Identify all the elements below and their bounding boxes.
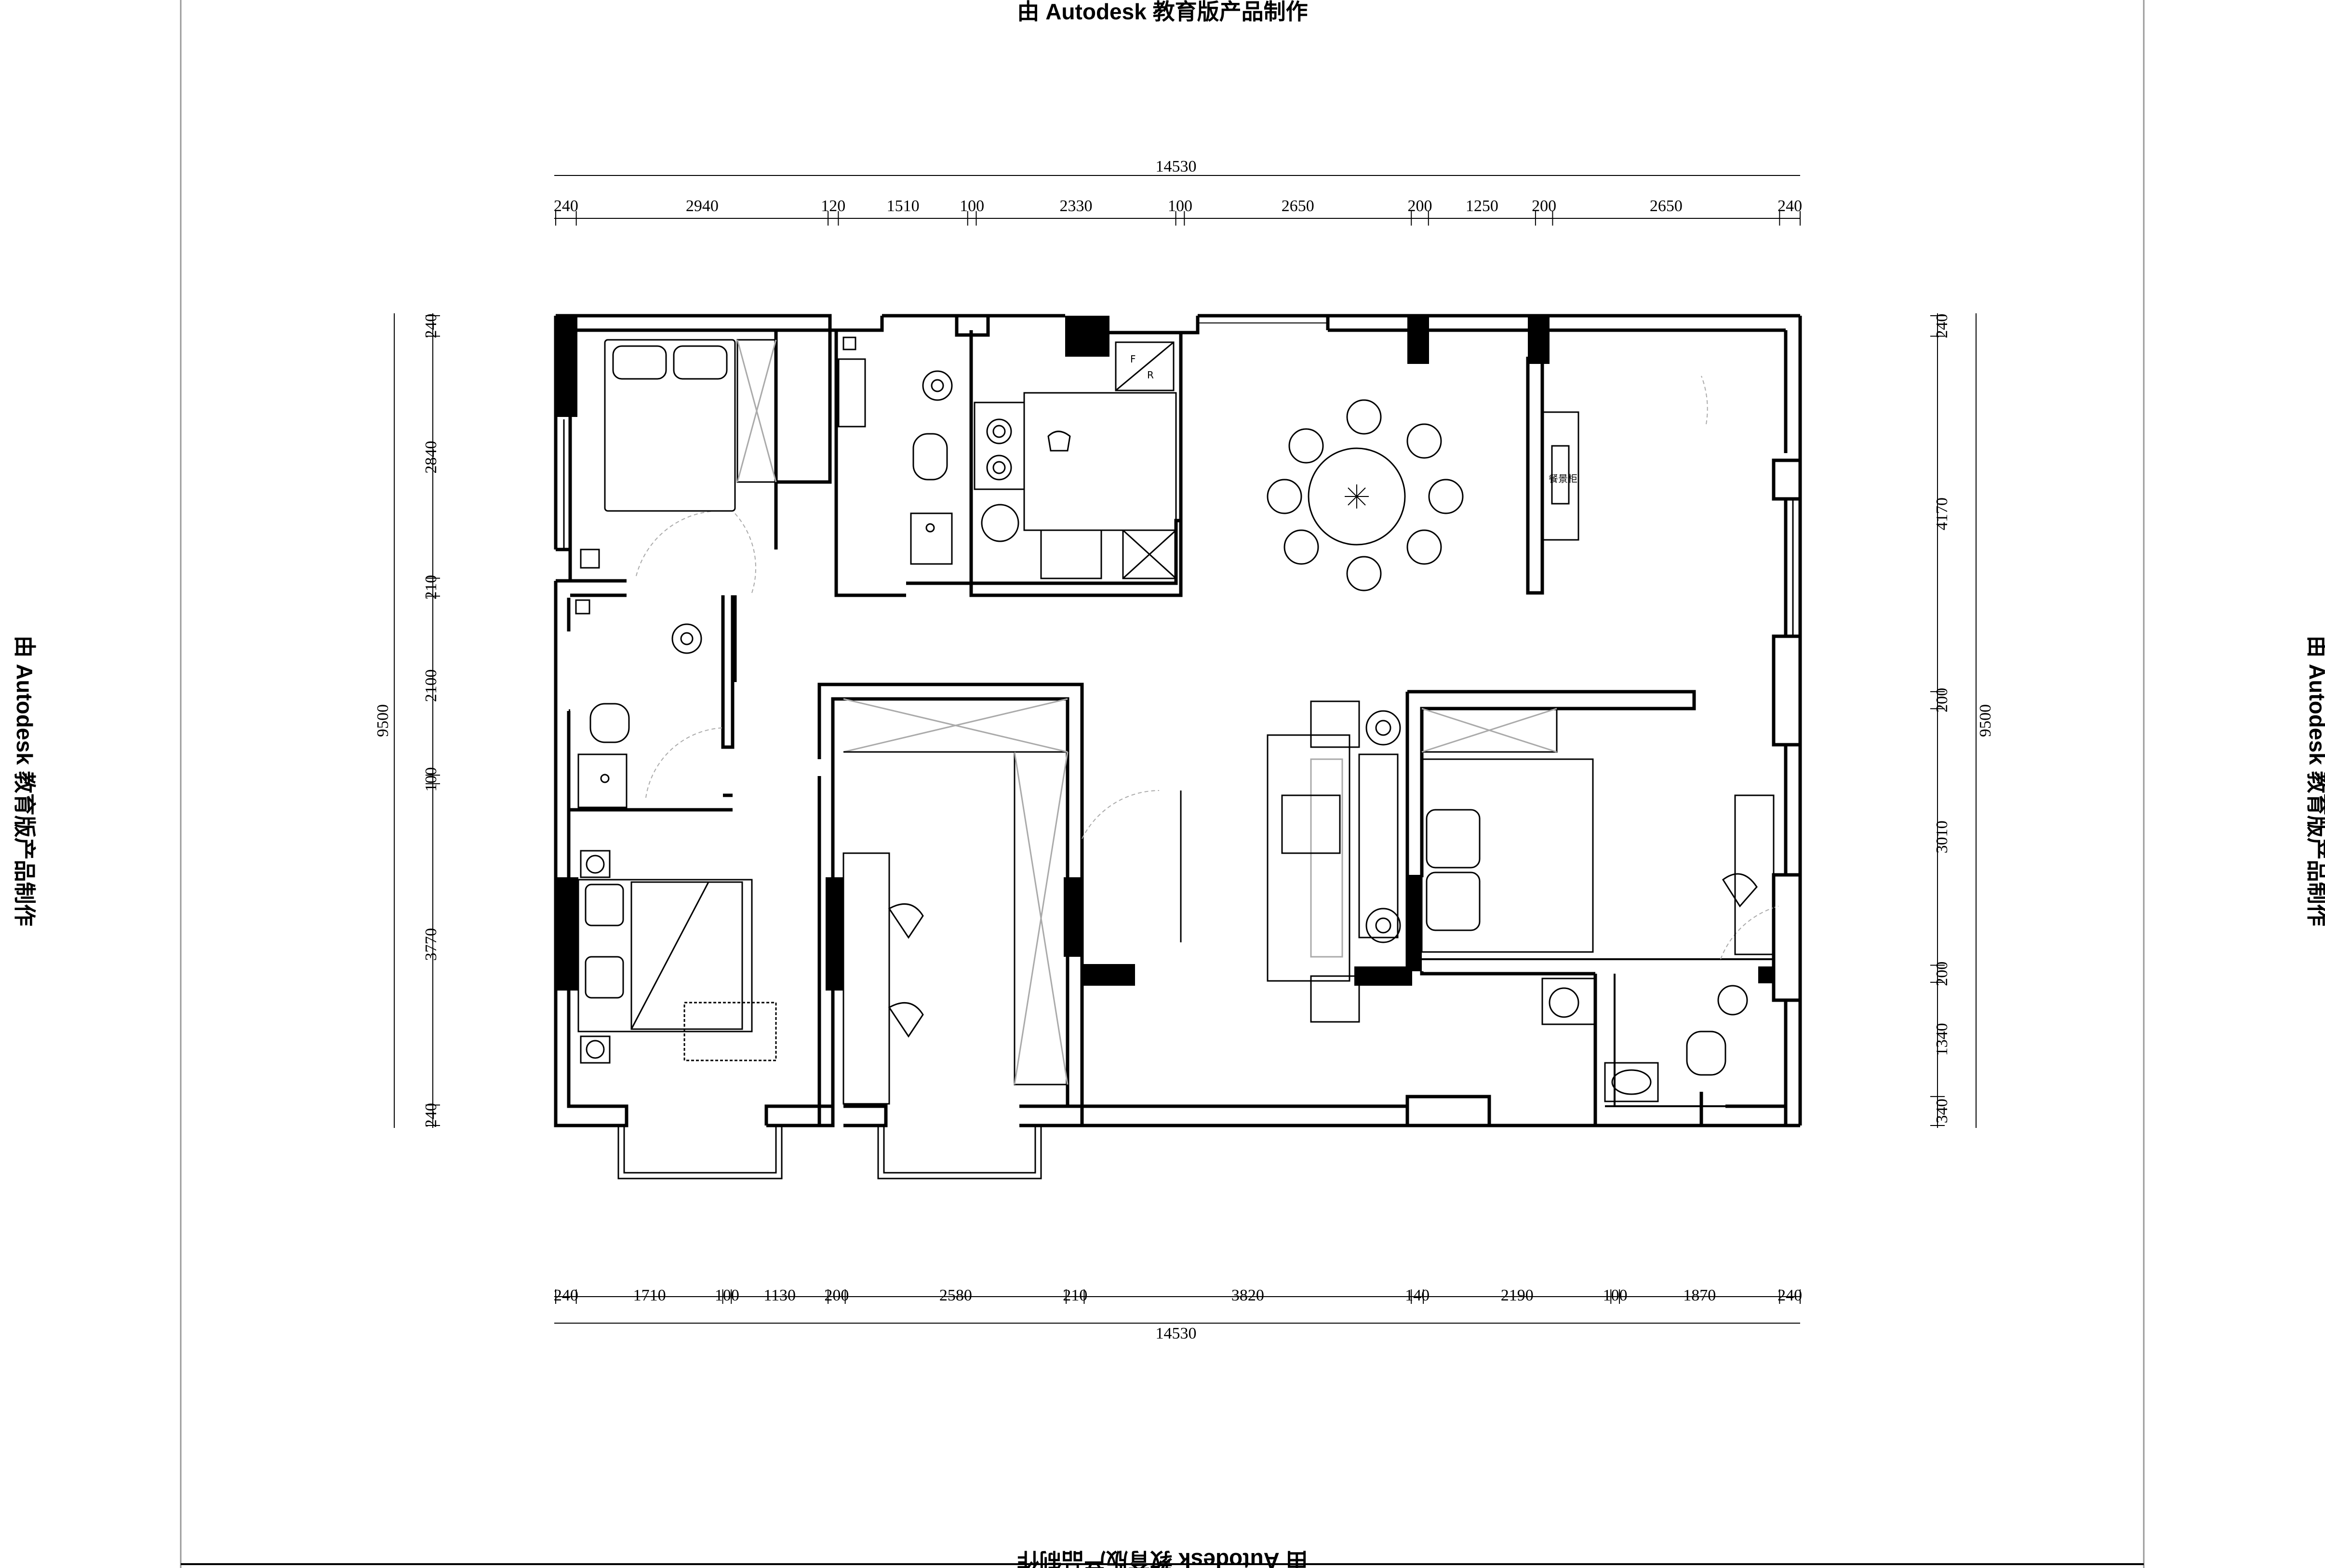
dim-top-segment-10: 200: [1532, 197, 1556, 215]
study: [842, 698, 1069, 1105]
walls: [554, 314, 1802, 1127]
dim-right-segment-1: 4170: [1933, 497, 1951, 530]
stove-icon: [974, 402, 1025, 490]
dim-right-segment-4: 200: [1933, 962, 1951, 986]
dim-left-segment-4: 100: [422, 767, 440, 792]
fridge-icon: [1115, 341, 1175, 391]
bathroom-right: [1541, 978, 1748, 1102]
dim-top-segment-9: 1250: [1466, 197, 1498, 215]
structural-columns: [556, 316, 1775, 991]
dim-left-segment-0: 240: [422, 314, 440, 338]
rug-icon: [683, 1002, 777, 1061]
door-swings: [636, 375, 1779, 960]
dim-left-segment-5: 3770: [422, 928, 440, 961]
balconies: [563, 419, 1794, 1179]
dim-bottom-segment-2: 100: [715, 1287, 739, 1304]
chair-icon: [1346, 399, 1382, 435]
dim-right-segment-0: 240: [1933, 314, 1951, 338]
kitchen: [974, 341, 1177, 579]
dim-bottom-segment-8: 140: [1405, 1287, 1430, 1304]
dim-top-segment-5: 2330: [1060, 197, 1093, 215]
toilet-icon: [912, 433, 948, 481]
right-bedroom: [1421, 708, 1775, 955]
dim-right-segment-6: 340: [1933, 1099, 1951, 1123]
bed-icon: [580, 339, 777, 569]
dim-bottom-segment-1: 1710: [633, 1287, 666, 1304]
dim-right-segment-5: 1340: [1933, 1023, 1951, 1056]
fridge-label-f: F: [1130, 353, 1136, 365]
bathroom-top: [838, 336, 953, 565]
dim-bottom-segment-11: 1870: [1683, 1287, 1716, 1304]
bathroom-left: [575, 599, 702, 808]
dim-top-segment-1: 2940: [686, 197, 719, 215]
dim-bottom-segment-3: 1130: [763, 1287, 796, 1304]
dim-left-segment-2: 210: [422, 575, 440, 600]
dim-right-segment-2: 200: [1933, 688, 1951, 712]
dim-top-segment-0: 240: [554, 197, 578, 215]
washing-machine-icon: [1541, 978, 1596, 1025]
watermark-bottom: 由 Autodesk 教育版产品制作: [1017, 1548, 1308, 1568]
dim-top-segment-3: 1510: [887, 197, 920, 215]
display-cabinet: [1541, 411, 1579, 541]
dim-top-segment-4: 100: [960, 197, 984, 215]
sofa-icon: [1267, 700, 1401, 1023]
sink-icon: [910, 512, 953, 565]
dim-bottom-segment-12: 240: [1777, 1287, 1802, 1304]
dim-right-total: 9500: [1977, 704, 1994, 737]
dim-left-segment-1: 2840: [422, 441, 440, 474]
shower-icon: [922, 370, 953, 401]
dim-bottom-segment-6: 210: [1063, 1287, 1087, 1304]
watermark-left: 由 Autodesk 教育版产品制作: [12, 635, 37, 926]
watermark-top: 由 Autodesk 教育版产品制作: [1017, 0, 1308, 24]
dim-top-segment-8: 200: [1408, 197, 1432, 215]
dim-bottom-segment-7: 3820: [1231, 1287, 1264, 1304]
dim-top-segment-6: 100: [1168, 197, 1192, 215]
display-cabinet-label: 餐景柜: [1549, 473, 1577, 484]
dim-bottom-segment-9: 2190: [1501, 1287, 1534, 1304]
fridge-label-r: R: [1147, 369, 1154, 381]
master-bed-icon: [577, 850, 777, 1064]
dim-top-segment-11: 2650: [1650, 197, 1683, 215]
dim-left-segment-3: 2100: [422, 669, 440, 702]
dim-right-segment-3: 3010: [1933, 820, 1951, 853]
dim-bottom-total: 14530: [1156, 1325, 1197, 1342]
dim-bottom-segment-10: 100: [1603, 1287, 1628, 1304]
dim-top-total: 14530: [1156, 158, 1197, 175]
dim-left-segment-6: 240: [422, 1103, 440, 1127]
dim-top-segment-2: 120: [821, 197, 845, 215]
dim-bottom-segment-0: 240: [554, 1287, 578, 1304]
dim-bottom-segment-5: 2580: [939, 1287, 972, 1304]
dim-top-segment-12: 240: [1777, 197, 1802, 215]
lamp-icon: [1365, 710, 1401, 746]
dimension-lines: [394, 175, 1977, 1324]
dim-top-segment-7: 2650: [1282, 197, 1314, 215]
watermark-right: 由 Autodesk 教育版产品制作: [2305, 635, 2325, 926]
dining-table-icon: [1267, 399, 1464, 591]
dim-left-total: 9500: [374, 704, 392, 737]
dim-bottom-segment-4: 200: [824, 1287, 849, 1304]
